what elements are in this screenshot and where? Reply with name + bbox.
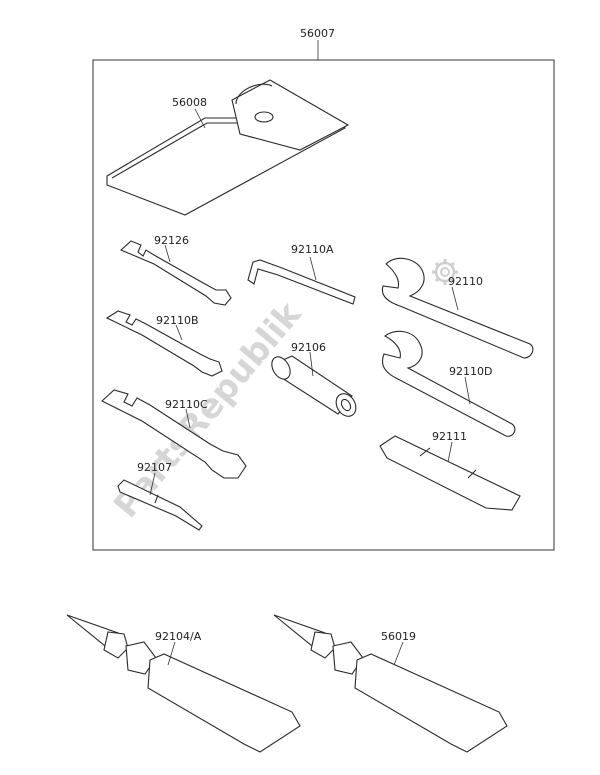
tube-right	[273, 614, 508, 753]
handle-92111	[379, 435, 521, 511]
wrench-92110c	[101, 389, 247, 479]
screwdriver-92107	[117, 479, 203, 531]
wrench-92110b	[105, 310, 223, 377]
spanner-92110d	[381, 330, 516, 437]
label-kit: 56007	[300, 27, 335, 40]
label-wrench-a: 92126	[154, 234, 189, 247]
label-wrench-c: 92110C	[165, 398, 208, 411]
gear-icon	[432, 259, 458, 285]
label-tube-left: 92104/A	[155, 630, 202, 643]
tool-pouch	[106, 79, 350, 216]
tube-left	[66, 614, 301, 753]
label-pouch: 56008	[172, 96, 207, 109]
wrench-92126	[119, 240, 232, 306]
label-socket: 92106	[291, 341, 326, 354]
spanner-92110	[381, 257, 534, 359]
label-wrench-b: 92110B	[156, 314, 199, 327]
label-screwdriver: 92107	[137, 461, 172, 474]
label-tube-right: 56019	[381, 630, 416, 643]
socket-92106	[271, 355, 357, 417]
label-spanner-d: 92110D	[449, 365, 492, 378]
label-spanner: 92110	[448, 275, 483, 288]
label-handle: 92111	[432, 430, 467, 443]
label-hex-key: 92110A	[291, 243, 334, 256]
kit-frame	[92, 59, 555, 551]
hex-key-92110a	[247, 259, 356, 305]
